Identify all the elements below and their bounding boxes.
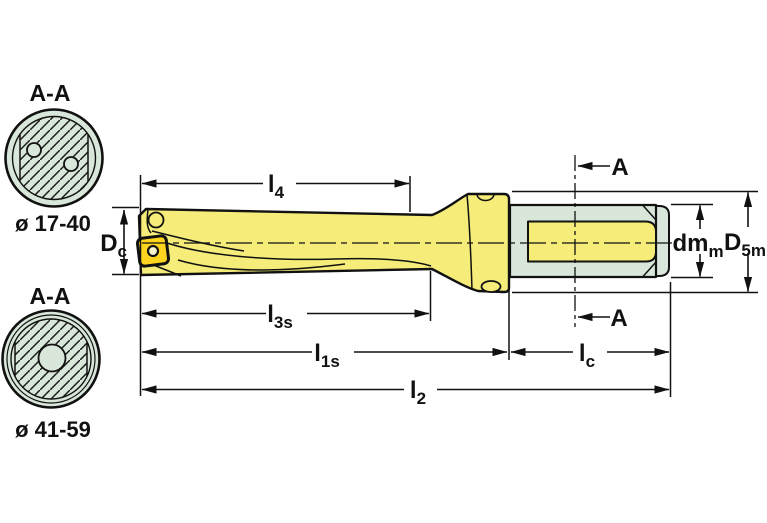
section-inner-circle — [10, 318, 92, 400]
dimension-l4: l4 — [141, 171, 410, 202]
label-l1s: l1s — [314, 340, 340, 371]
flange-top-hole — [476, 193, 495, 202]
dimension-dc: Dc — [100, 209, 129, 274]
diameter-range-label: ø 41-59 — [15, 417, 91, 442]
dimension-d5m: D5m — [724, 192, 767, 292]
label-lc: lc — [579, 340, 595, 371]
dimension-l1s: l1s — [141, 340, 508, 371]
shank-chamfer-top — [642, 204, 657, 221]
dimension-l2: l2 — [141, 377, 670, 408]
label-d5m: D5m — [724, 229, 766, 260]
label-l2: l2 — [410, 377, 426, 408]
section-view-small-diameter: A-A ø 17-40 — [4, 80, 104, 236]
section-label: A-A — [30, 80, 71, 106]
flange-coolant-hole — [480, 280, 502, 293]
flute-edge — [177, 259, 346, 271]
flute-edge — [163, 241, 432, 267]
coolant-hole — [63, 156, 79, 172]
insert-pocket-edge — [146, 208, 152, 234]
dimension-l3s: l3s — [141, 301, 430, 332]
shank-flat — [527, 220, 657, 263]
label-l4: l4 — [268, 171, 285, 202]
section-view-large-diameter: A-A ø 41-59 — [1, 283, 101, 442]
label-l3s: l3s — [267, 301, 293, 332]
dimension-dmm: dmm — [672, 205, 725, 277]
section-hatch-area — [20, 116, 88, 200]
screw-hole — [147, 211, 165, 229]
section-inner-circle — [11, 115, 97, 201]
section-arrow-top: A — [577, 154, 629, 181]
dimension-lc: lc — [510, 340, 670, 371]
center-coolant-hole — [37, 343, 67, 373]
cutting-insert — [135, 234, 171, 268]
coolant-hole — [26, 142, 42, 158]
label-a-bottom: A — [610, 305, 627, 332]
flute-edge — [151, 230, 245, 252]
label-dmm: dmm — [672, 230, 723, 261]
label-dc: Dc — [100, 230, 127, 261]
section-ring — [6, 314, 96, 404]
section-arrow-bottom: A — [577, 305, 628, 332]
extension-lines — [112, 175, 758, 397]
section-label: A-A — [30, 283, 71, 309]
insert-screw-hole — [146, 244, 160, 258]
shank-chamfer-bottom — [642, 261, 657, 278]
drill-side-view — [135, 155, 702, 327]
label-a-top: A — [611, 154, 628, 181]
diameter-range-label: ø 17-40 — [15, 211, 91, 236]
